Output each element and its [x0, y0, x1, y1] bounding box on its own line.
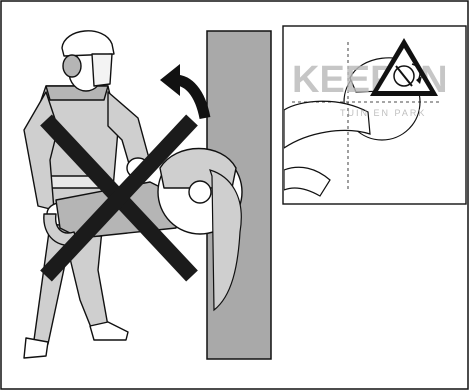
face-visor [92, 54, 112, 86]
ear-protection [63, 55, 81, 77]
inset-detail-panel: KEEPAN TUIN EN PARK [283, 26, 466, 204]
watermark-subtitle: TUIN EN PARK [340, 108, 426, 118]
safety-helmet [62, 31, 114, 56]
right-boot [90, 322, 128, 340]
left-boot [24, 338, 48, 358]
rotation-direction-arrow [160, 64, 205, 118]
